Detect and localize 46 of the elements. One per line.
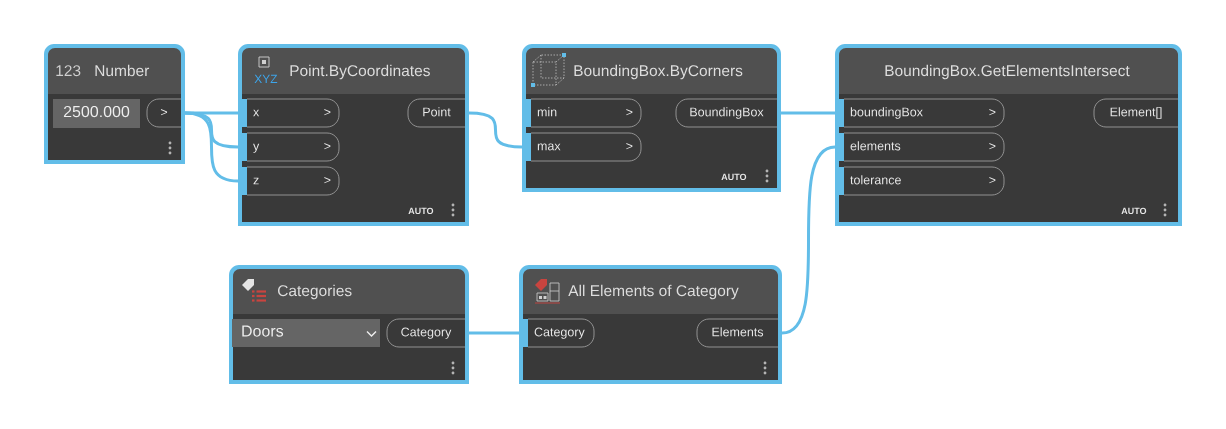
lacing-label: AUTO xyxy=(408,207,434,215)
node-label: > xyxy=(989,142,996,150)
type-label: XYZ xyxy=(254,74,278,83)
dropdown: Doors xyxy=(232,319,380,347)
node-label: > xyxy=(324,108,331,116)
node-label: > xyxy=(626,142,633,150)
node-label: x xyxy=(253,109,260,117)
output-port: Point xyxy=(407,98,466,128)
wire xyxy=(468,111,523,149)
input-port: Category xyxy=(519,318,595,348)
wire xyxy=(184,111,239,183)
output-port: Category xyxy=(386,318,466,348)
node-title: BoundingBox.GetElementsIntersect xyxy=(885,64,1130,80)
node-label: elements xyxy=(850,141,901,151)
node-label: tolerance xyxy=(850,175,901,185)
node-label: > xyxy=(626,108,633,116)
output-port: Elements xyxy=(696,318,779,348)
wire xyxy=(469,331,519,335)
lacing-label: AUTO xyxy=(721,173,747,181)
node-title: Point.ByCoordinates xyxy=(290,64,430,80)
node-label: y xyxy=(253,143,260,153)
node-label: > xyxy=(324,142,331,150)
output-port: > xyxy=(146,98,182,128)
input-port: min > xyxy=(522,98,642,128)
node-title: Number xyxy=(95,64,150,77)
node-label: z xyxy=(253,177,259,185)
lacing-label: AUTO xyxy=(1121,207,1147,215)
node-label: max xyxy=(537,143,561,151)
output-port: BoundingBox xyxy=(675,98,778,128)
input-port: max > xyxy=(522,132,642,162)
type-label: 123 xyxy=(56,65,81,77)
output-port: Element[] xyxy=(1093,98,1179,128)
node-title: All Elements of Category xyxy=(568,284,739,300)
node-label: > xyxy=(324,176,331,184)
node-label: Category xyxy=(534,327,585,339)
node-title: Categories xyxy=(278,284,352,300)
node-label: min xyxy=(537,107,557,117)
wire xyxy=(781,145,836,335)
node-label: > xyxy=(989,176,996,184)
node-label: > xyxy=(989,108,996,116)
node-label: boundingBox xyxy=(850,107,923,119)
input-field: 2500.000 xyxy=(53,99,140,128)
input-port: boundingBox > xyxy=(835,98,1005,128)
wire xyxy=(781,111,835,115)
input-port: x > xyxy=(238,98,340,128)
node-title: BoundingBox.ByCorners xyxy=(574,64,743,80)
